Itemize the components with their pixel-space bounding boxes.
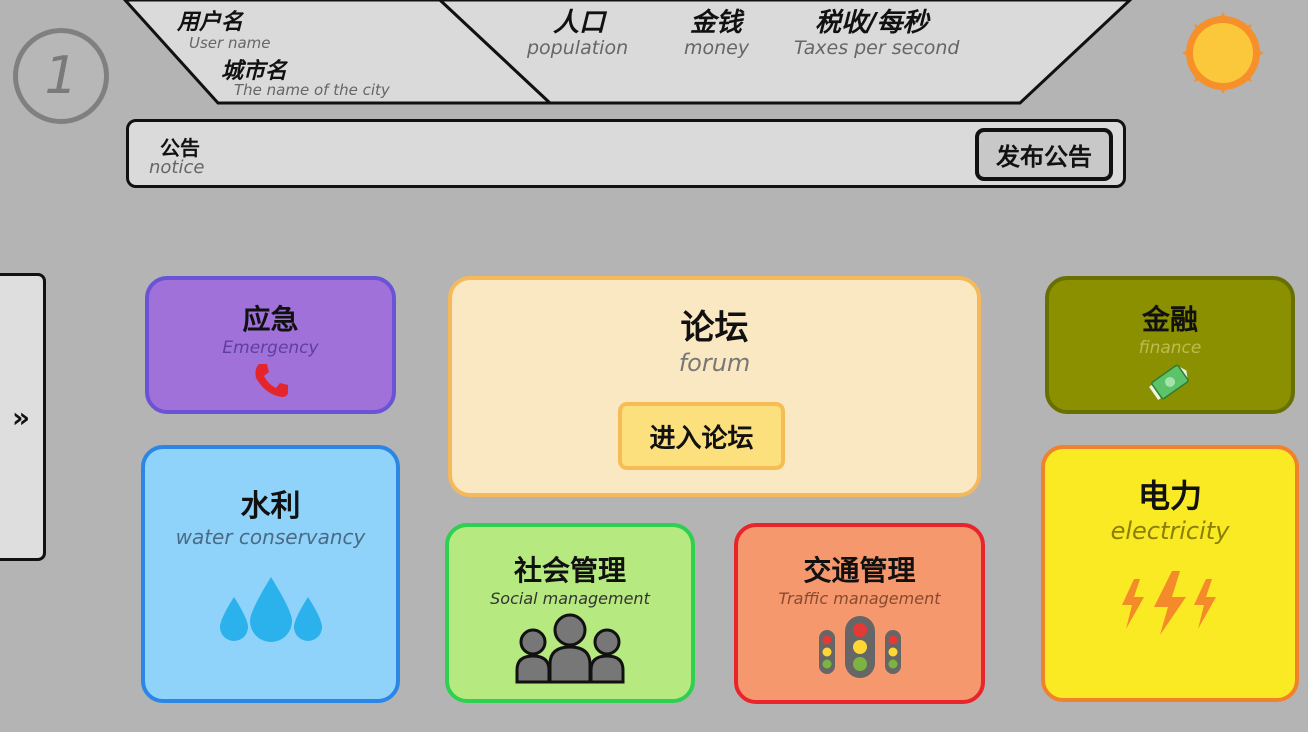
- population-caption: population: [527, 37, 629, 59]
- finance-card[interactable]: 金融 finance: [1045, 276, 1295, 414]
- traffic-management-card[interactable]: 交通管理 Traffic management: [734, 523, 985, 704]
- notice-label: 公告: [160, 136, 200, 160]
- emergency-caption: Emergency: [222, 338, 319, 358]
- traffic-light-icon: [818, 616, 901, 678]
- money-bill-icon: [1149, 364, 1189, 401]
- traffic-caption: Traffic management: [778, 589, 941, 608]
- level-badge: 1: [13, 28, 109, 124]
- forum-title: 论坛: [680, 308, 749, 348]
- electricity-title: 电力: [1137, 477, 1202, 515]
- social-caption: Social management: [490, 589, 650, 608]
- water-caption: water conservancy: [175, 525, 366, 549]
- social-title: 社会管理: [513, 554, 626, 587]
- population-label: 人口: [553, 8, 606, 38]
- water-title: 水利: [240, 489, 301, 524]
- electricity-card[interactable]: 电力 electricity: [1041, 445, 1299, 702]
- traffic-title: 交通管理: [803, 554, 916, 587]
- phone-icon: [254, 364, 288, 397]
- top-banner: [122, 0, 1133, 105]
- notice-caption: notice: [149, 157, 205, 178]
- forum-caption: forum: [678, 349, 751, 377]
- city-name-label: 城市名: [221, 59, 288, 84]
- money-label: 金钱: [690, 8, 743, 38]
- finance-title: 金融: [1141, 303, 1198, 336]
- electricity-caption: electricity: [1110, 517, 1230, 545]
- city-name-caption: The name of the city: [234, 81, 390, 99]
- user-name-label: 用户名: [177, 10, 244, 35]
- forum-card: 论坛 forum 进入论坛: [448, 276, 981, 497]
- user-name-caption: User name: [189, 34, 271, 52]
- water-drops-icon: [219, 577, 322, 642]
- publish-notice-button[interactable]: 发布公告: [975, 128, 1113, 181]
- people-icon: [515, 613, 625, 684]
- taxes-caption: Taxes per second: [794, 37, 960, 59]
- money-caption: money: [684, 37, 750, 59]
- lightning-icon: [1122, 571, 1216, 635]
- social-management-card[interactable]: 社会管理 Social management: [445, 523, 695, 703]
- finance-caption: finance: [1138, 338, 1202, 358]
- sun-icon[interactable]: [1182, 12, 1264, 94]
- water-card[interactable]: 水利 water conservancy: [141, 445, 400, 703]
- notice-bar: 公告 notice 发布公告: [126, 119, 1126, 188]
- sidebar-toggle[interactable]: »: [0, 273, 46, 561]
- emergency-card[interactable]: 应急 Emergency: [145, 276, 396, 414]
- taxes-label: 税收/每秒: [815, 8, 929, 38]
- enter-forum-button[interactable]: 进入论坛: [618, 402, 785, 470]
- emergency-title: 应急: [242, 303, 299, 336]
